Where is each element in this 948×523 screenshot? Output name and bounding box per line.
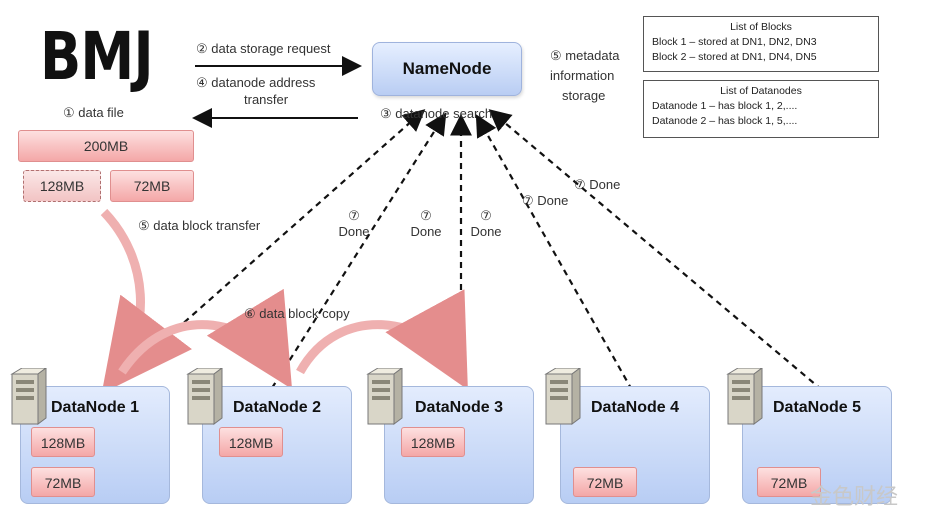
datanode-list-row: Datanode 1 – has block 1, 2,.... [652,100,798,112]
step-6-label: ⑥ data block copy [244,306,350,321]
datanode-list-row: Datanode 2 – has block 1, 5,.... [652,115,798,127]
block-list-box: List of Blocks Block 1 – stored at DN1, … [643,16,879,72]
block-list-row: Block 2 – stored at DN1, DN4, DN5 [652,51,817,63]
datanode-title: DataNode 1 [50,399,140,416]
done-word: Done [410,224,442,239]
done-label-dn5: ⑦ Done [574,177,621,192]
done-arrow-dn2 [271,112,447,389]
datanode-title: DataNode 5 [772,399,862,416]
datanode-list-box: List of Datanodes Datanode 1 – has block… [643,80,879,138]
block-list-title: List of Blocks [730,21,792,33]
datanode-5: DataNode 5 72MB [742,386,892,504]
step-5-meta-line2: information [550,68,615,83]
datanode-block: 72MB [573,467,637,497]
block-copy-arrow-1 [118,288,293,390]
datanode-block: 128MB [401,427,465,457]
done-label-dn4: ⑦ Done [522,193,569,208]
datanode-block: 128MB [219,427,283,457]
datanode-title: DataNode 4 [590,399,680,416]
bmj-logo: BMJ [40,18,154,95]
done-arrow-dn4 [475,114,633,391]
step-3-label: ③ datanode search [380,106,493,121]
data-file-part-1: 128MB [23,170,101,202]
done-label-dn2: ⑦ Done [406,208,446,239]
datanode-2: DataNode 2 128MB [202,386,352,504]
done-arrow-dn5 [488,109,823,391]
done-num: ⑦ [348,208,360,223]
done-num: ⑦ [420,208,432,223]
server-icon [366,368,403,425]
done-word: Done [338,224,370,239]
done-word: Done [470,224,502,239]
server-icon [186,368,223,425]
datanode-block: 128MB [31,427,95,457]
step-5-meta-line1: ⑤ metadata [550,48,620,63]
done-label-dn1: ⑦ Done [334,208,374,239]
done-label-dn3: ⑦ Done [466,208,506,239]
datanode-block: 72MB [31,467,95,497]
step-4-label-line1: ④ datanode address [196,75,316,90]
datanode-4: DataNode 4 72MB [560,386,710,504]
datanode-3: DataNode 3 128MB [384,386,534,504]
step-2-label: ② data storage request [196,41,331,56]
server-icon [726,368,763,425]
step-4-label-line2: transfer [244,92,289,107]
block-transfer-arrow [100,208,192,394]
data-file-part-2: 72MB [110,170,194,202]
block-copy-arrow-2 [296,289,468,390]
step-5-block-label: ⑤ data block transfer [138,218,261,233]
step-5-meta-line3: storage [562,88,606,103]
server-icon [544,368,581,425]
data-file-total: 200MB [18,130,194,162]
namenode-box: NameNode [372,42,522,96]
datanode-title: DataNode 2 [232,399,322,416]
datanode-list-title: List of Datanodes [720,85,802,97]
datanode-block: 72MB [757,467,821,497]
data-file-label: ① data file [63,105,124,120]
datanode-title: DataNode 3 [414,399,504,416]
block-list-row: Block 1 – stored at DN1, DN2, DN3 [652,36,817,48]
server-icon [10,368,47,425]
done-num: ⑦ [480,208,492,223]
watermark: 金色财经 [809,485,898,510]
